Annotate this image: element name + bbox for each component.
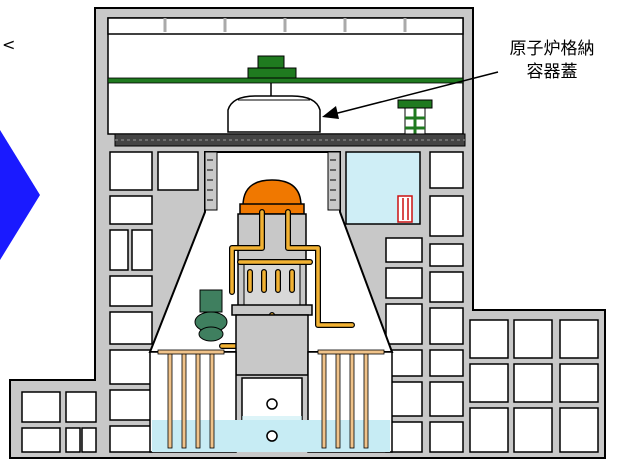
pedestal-portholes (242, 398, 302, 450)
crane-trolley (247, 55, 297, 98)
crane-rail (107, 77, 464, 84)
containment-lid-callout: 原子炉格納 容器蓋 (488, 38, 616, 84)
recirculation-pump (194, 289, 228, 342)
callout-arrow (322, 71, 499, 119)
rpv-head (239, 179, 305, 215)
containment-vessel-lid (227, 95, 321, 133)
spent-fuel-pool (345, 151, 421, 225)
left-edge-mark: < (2, 35, 15, 54)
callout-line-1: 原子炉格納 (509, 39, 595, 59)
vent-downcomers (157, 349, 385, 449)
refueling-machine (397, 99, 433, 139)
callout-line-2: 容器蓋 (526, 62, 578, 82)
operating-floor (114, 133, 466, 147)
blue-arrow (0, 130, 40, 260)
building-rooms (21, 151, 599, 453)
